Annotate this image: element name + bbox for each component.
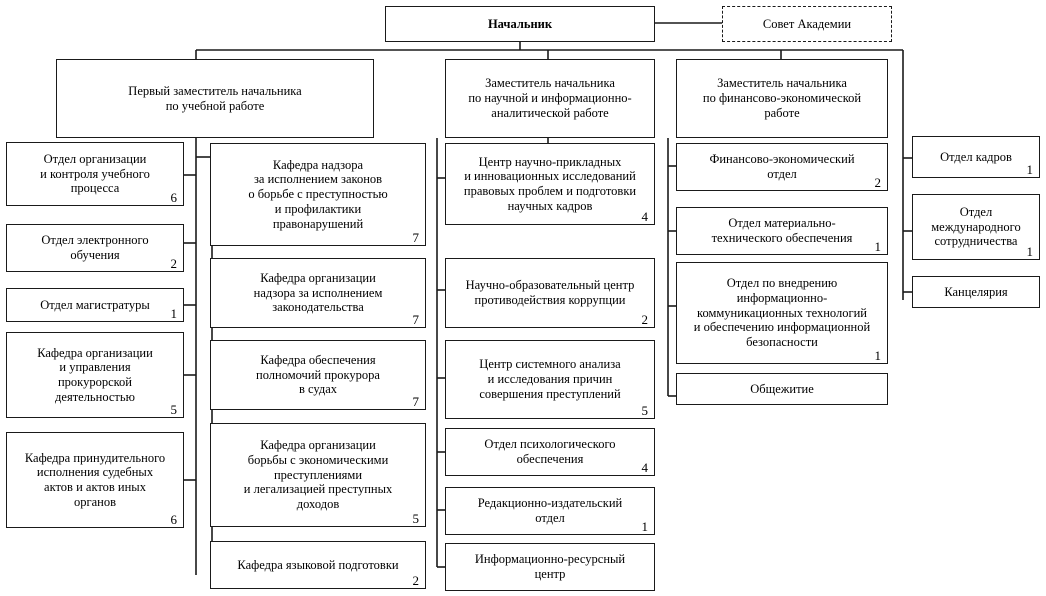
node-count: 1 (170, 306, 178, 321)
node-dept-hr[interactable]: Отдел кадров 1 (912, 136, 1040, 178)
node-count: 7 (412, 312, 420, 327)
node-dept-elearning[interactable]: Отдел электронного обучения 2 (6, 224, 184, 272)
node-label: Информационно-ресурсный центр (474, 552, 626, 581)
node-deputy-academic[interactable]: Первый заместитель начальника по учебной… (56, 59, 374, 138)
node-count: 2 (170, 256, 178, 271)
node-count: 1 (1026, 244, 1034, 259)
node-label: Начальник (487, 16, 553, 31)
node-sovet-akademii[interactable]: Совет Академии (722, 6, 892, 42)
node-chair-law-supervision[interactable]: Кафедра организации надзора за исполнени… (210, 258, 426, 328)
node-label: Отдел магистратуры (40, 297, 150, 312)
node-label: Центр научно-прикладных и инновационных … (463, 154, 637, 213)
node-label: Кафедра обеспечения полномочий прокурора… (256, 352, 380, 397)
node-dept-it-security[interactable]: Отдел по внедрению информационно- коммун… (676, 262, 888, 364)
node-count: 5 (170, 402, 178, 417)
node-label: Заместитель начальника по научной и инфо… (468, 76, 632, 120)
node-label: Отдел психологического обеспечения (484, 437, 616, 466)
node-label: Совет Академии (762, 16, 852, 31)
node-chair-enforcement[interactable]: Кафедра принудительного исполнения судеб… (6, 432, 184, 528)
node-deputy-research[interactable]: Заместитель начальника по научной и инфо… (445, 59, 655, 138)
node-chancellery[interactable]: Канцелярия (912, 276, 1040, 308)
node-chair-economic-crime[interactable]: Кафедра организации борьбы с экономическ… (210, 423, 426, 527)
node-chair-court-powers[interactable]: Кафедра обеспечения полномочий прокурора… (210, 340, 426, 410)
node-label: Отдел организации и контроля учебного пр… (40, 151, 150, 196)
node-count: 6 (170, 512, 178, 527)
node-center-anticorruption[interactable]: Научно-образовательный центр противодейс… (445, 258, 655, 328)
node-label: Кафедра организации борьбы с экономическ… (243, 438, 393, 512)
node-label: Финансово-экономический отдел (709, 152, 855, 181)
node-count: 4 (641, 460, 649, 475)
node-label: Кафедра принудительного исполнения судеб… (24, 450, 166, 509)
node-label: Отдел кадров (940, 149, 1012, 164)
node-label: Заместитель начальника по финансово-экон… (702, 76, 862, 120)
node-count: 2 (412, 573, 420, 588)
node-dept-publishing[interactable]: Редакционно-издательский отдел 1 (445, 487, 655, 535)
node-label: Научно-образовательный центр противодейс… (465, 278, 635, 307)
node-label: Кафедра организации и управления прокуро… (37, 345, 153, 404)
node-chair-crime-supervision[interactable]: Кафедра надзора за исполнением законов о… (210, 143, 426, 246)
node-count: 7 (412, 394, 420, 409)
node-dept-international[interactable]: Отдел международного сотрудничества 1 (912, 194, 1040, 260)
node-chair-prosecutor-management[interactable]: Кафедра организации и управления прокуро… (6, 332, 184, 418)
node-count: 4 (641, 209, 649, 224)
node-dept-finance-economic[interactable]: Финансово-экономический отдел 2 (676, 143, 888, 191)
node-label: Редакционно-издательский отдел (477, 496, 623, 525)
node-count: 1 (641, 519, 649, 534)
node-count: 6 (170, 190, 178, 205)
node-label: Кафедра организации надзора за исполнени… (253, 270, 383, 315)
node-label: Канцелярия (944, 284, 1008, 299)
node-label: Кафедра языковой подготовки (237, 557, 399, 572)
node-label: Центр системного анализа и исследования … (479, 357, 621, 401)
node-dept-logistics[interactable]: Отдел материально- технического обеспече… (676, 207, 888, 255)
node-deputy-finance[interactable]: Заместитель начальника по финансово-экон… (676, 59, 888, 138)
node-label: Общежитие (750, 381, 814, 396)
node-center-system-analysis[interactable]: Центр системного анализа и исследования … (445, 340, 655, 419)
node-count: 1 (874, 239, 882, 254)
node-dept-magistracy[interactable]: Отдел магистратуры 1 (6, 288, 184, 322)
node-count: 5 (412, 511, 420, 526)
node-dept-study-control[interactable]: Отдел организации и контроля учебного пр… (6, 142, 184, 206)
node-count: 1 (874, 348, 882, 363)
node-label: Первый заместитель начальника по учебной… (128, 83, 302, 113)
node-count: 5 (641, 403, 649, 418)
node-center-information-resource[interactable]: Информационно-ресурсный центр (445, 543, 655, 591)
node-nachalnik[interactable]: Начальник (385, 6, 655, 42)
node-count: 7 (412, 230, 420, 245)
node-label: Отдел международного сотрудничества (931, 204, 1021, 249)
node-label: Кафедра надзора за исполнением законов о… (248, 157, 388, 231)
node-label: Отдел по внедрению информационно- коммун… (693, 276, 871, 350)
node-chair-language[interactable]: Кафедра языковой подготовки 2 (210, 541, 426, 589)
node-count: 2 (641, 312, 649, 327)
node-count: 2 (874, 175, 882, 190)
node-label: Отдел материально- технического обеспече… (711, 216, 853, 245)
node-count: 1 (1026, 162, 1034, 177)
node-center-applied-research[interactable]: Центр научно-прикладных и инновационных … (445, 143, 655, 225)
node-dept-psychology[interactable]: Отдел психологического обеспечения 4 (445, 428, 655, 476)
node-label: Отдел электронного обучения (41, 233, 149, 262)
node-dormitory[interactable]: Общежитие (676, 373, 888, 405)
